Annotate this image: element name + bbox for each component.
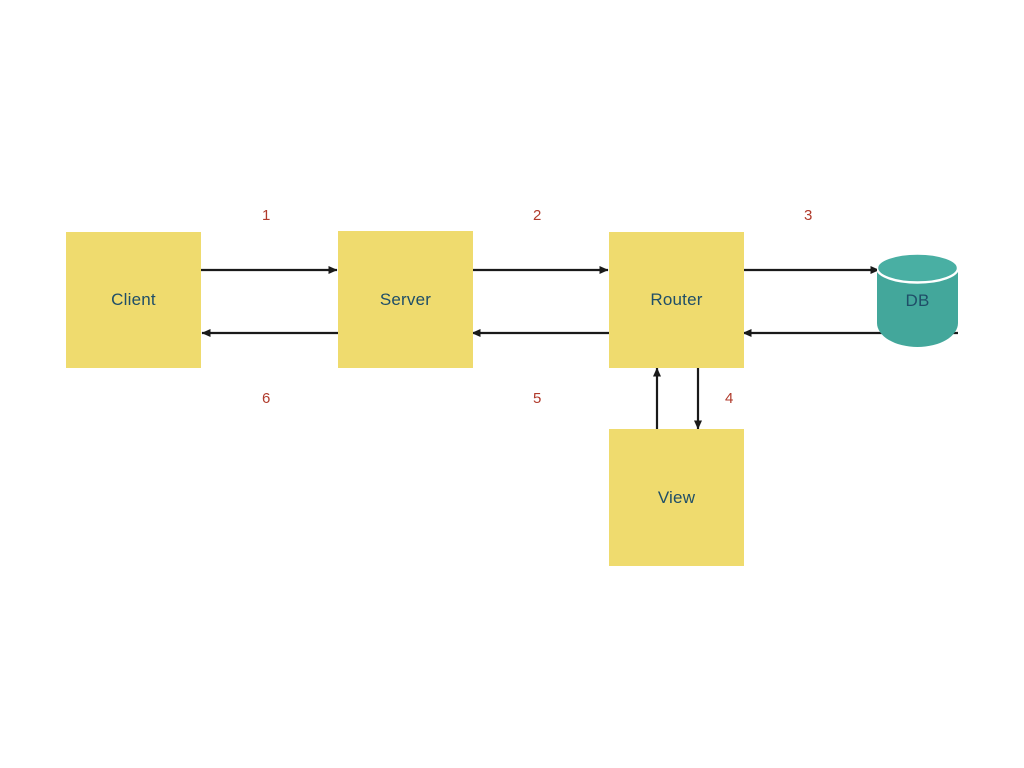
node-client[interactable]: Client bbox=[66, 232, 201, 368]
database-cylinder-icon bbox=[877, 253, 958, 347]
node-db[interactable]: DB bbox=[877, 253, 958, 350]
node-router[interactable]: Router bbox=[609, 232, 744, 368]
step-label-5: 5 bbox=[533, 390, 542, 407]
step-label-1: 1 bbox=[262, 207, 271, 224]
node-view-label: View bbox=[657, 487, 696, 507]
step-label-2: 2 bbox=[533, 207, 542, 224]
node-server-label: Server bbox=[379, 289, 432, 309]
step-label-4: 4 bbox=[725, 390, 734, 407]
node-router-label: Router bbox=[650, 290, 703, 309]
step-label-3: 3 bbox=[804, 207, 813, 224]
step-label-6: 6 bbox=[262, 390, 271, 407]
node-view[interactable]: View bbox=[609, 429, 744, 566]
node-server[interactable]: Server bbox=[338, 231, 473, 368]
node-client-label: Client bbox=[111, 290, 156, 309]
